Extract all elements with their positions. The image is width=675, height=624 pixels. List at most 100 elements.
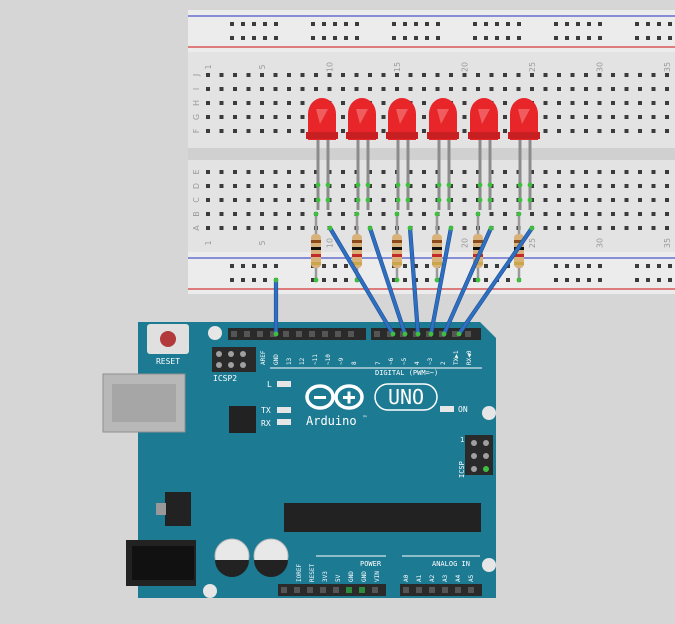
breadboard-hole (422, 198, 426, 202)
breadboard-hole (462, 212, 467, 216)
jumper-wire[interactable] (273, 277, 279, 337)
breadboard-hole (543, 212, 548, 216)
connection-dot (428, 331, 434, 337)
header-pin (309, 331, 315, 337)
breadboard-hole (651, 184, 656, 188)
rail-hole (554, 278, 558, 282)
breadboard-hole (462, 115, 467, 119)
jumper-wire[interactable] (407, 225, 421, 337)
rail-hole (506, 36, 510, 40)
connection-dot (487, 182, 493, 188)
breadboard-hole (557, 184, 561, 188)
icsp2-header (212, 347, 256, 372)
header-pin (296, 331, 302, 337)
rail-hole (230, 264, 234, 268)
rail-hole (241, 22, 245, 26)
breadboard-hole (611, 212, 615, 216)
icsp-pin1-label: 1 (460, 436, 464, 444)
rail-hole (425, 278, 429, 282)
digital-pin-label: 12 (299, 357, 306, 365)
connection-dot (446, 197, 452, 203)
breadboard-hole (206, 101, 210, 105)
jumper-wire[interactable] (327, 225, 396, 337)
breadboard-hole (611, 198, 615, 202)
breadboard-hole (638, 129, 642, 133)
jumper-wire[interactable] (441, 225, 494, 337)
rail-hole (668, 36, 672, 40)
breadboard-hole (530, 87, 534, 91)
rail-hole (646, 278, 650, 282)
connection-dot (354, 211, 360, 217)
breadboard-hole (260, 129, 264, 133)
rail-hole (646, 264, 650, 268)
rail-hole (668, 264, 672, 268)
connection-dot (327, 225, 333, 231)
connection-dot (325, 182, 331, 188)
breadboard-hole (273, 198, 278, 202)
breadboard-hole (638, 115, 642, 119)
breadboard-hole (219, 73, 224, 77)
breadboard-hole (381, 170, 386, 174)
jumper-wire[interactable] (456, 225, 535, 337)
rail-hole (587, 22, 591, 26)
breadboard-hole (624, 170, 629, 174)
connection-dot (273, 331, 279, 337)
jumper-wire[interactable] (428, 225, 454, 337)
breadboard-hole (597, 129, 602, 133)
breadboard-hole (341, 170, 345, 174)
breadboard-hole (300, 212, 305, 216)
rail-hole (263, 22, 267, 26)
breadboard-hole (665, 198, 669, 202)
row-letter: E (192, 169, 201, 174)
rail-hole (322, 36, 326, 40)
rail-hole (355, 36, 359, 40)
breadboard-hole (395, 73, 399, 77)
breadboard-hole (408, 198, 413, 202)
breadboard-hole (597, 198, 602, 202)
breadboard-hole (422, 115, 426, 119)
breadboard-hole (584, 212, 588, 216)
breadboard-hole (381, 129, 386, 133)
breadboard-hole (530, 170, 534, 174)
breadboard-hole (273, 87, 278, 91)
rail-hole (241, 36, 245, 40)
rail-hole (484, 264, 488, 268)
breadboard-hole (246, 198, 251, 202)
breadboard-hole (476, 170, 480, 174)
breadboard-hole (233, 198, 237, 202)
breadboard-hole (341, 73, 345, 77)
connection-dot (394, 211, 400, 217)
breadboard-hole (246, 226, 251, 230)
breadboard-hole (489, 212, 494, 216)
breadboard-hole (638, 226, 642, 230)
breadboard-hole (543, 170, 548, 174)
header-pin (335, 331, 341, 337)
breadboard-hole (273, 101, 278, 105)
led-rim (386, 132, 418, 139)
breadboard-hole (462, 226, 467, 230)
breadboard-hole (368, 87, 372, 91)
breadboard-hole (219, 226, 224, 230)
breadboard-hole (570, 212, 575, 216)
mount-hole (208, 326, 222, 340)
rail-hole (414, 264, 418, 268)
breadboard-hole (287, 87, 291, 91)
breadboard-hole (570, 170, 575, 174)
led-tx-indicator (277, 407, 291, 413)
led-rim (468, 132, 500, 139)
connection-dot (405, 197, 411, 203)
breadboard-hole (233, 129, 237, 133)
breadboard-hole (381, 212, 386, 216)
jumper-wire[interactable] (367, 225, 408, 337)
breadboard-hole (570, 129, 575, 133)
power-pin-label: IOREF (296, 564, 303, 582)
rail-hole (495, 22, 499, 26)
rail-hole (392, 36, 396, 40)
breadboard-hole (219, 101, 224, 105)
breadboard-hole (638, 87, 642, 91)
header-pin (281, 587, 287, 593)
red-led (306, 98, 338, 210)
rail-hole (576, 264, 580, 268)
breadboard-hole (665, 212, 669, 216)
